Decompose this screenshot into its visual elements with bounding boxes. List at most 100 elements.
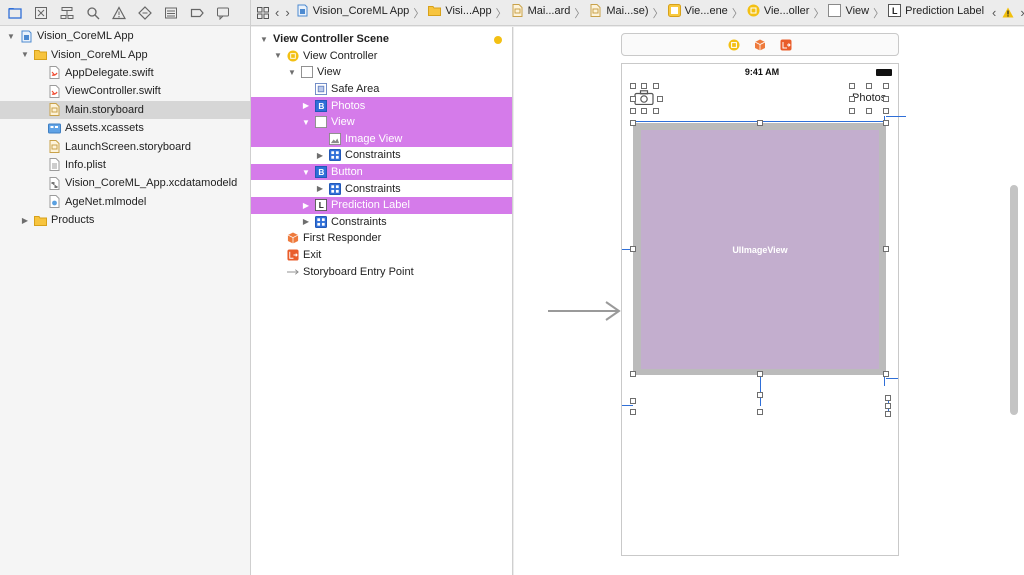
resize-handle[interactable] — [849, 108, 855, 114]
constraint-line[interactable] — [622, 249, 633, 250]
resize-handle[interactable] — [757, 120, 763, 126]
file-tree-item[interactable]: ▼Vision_CoreML App — [0, 27, 250, 45]
outline-item[interactable]: Storyboard Entry Point — [251, 263, 512, 280]
resize-handle[interactable] — [849, 96, 855, 102]
resize-handle[interactable] — [657, 96, 663, 102]
jump-bar-segment[interactable]: View — [828, 4, 869, 17]
resize-handle[interactable] — [866, 108, 872, 114]
jump-bar-segment[interactable]: Vie...oller — [747, 4, 809, 17]
debug-icon[interactable] — [162, 4, 180, 22]
resize-handle[interactable] — [641, 108, 647, 114]
resize-handle[interactable] — [885, 403, 891, 409]
disclosure-triangle-icon[interactable]: ▶ — [302, 200, 310, 210]
resize-handle[interactable] — [630, 371, 636, 377]
disclosure-triangle-icon[interactable]: ▼ — [260, 34, 268, 44]
disclosure-triangle-icon[interactable]: ▼ — [21, 50, 29, 60]
disclosure-triangle-icon[interactable]: ▶ — [302, 217, 310, 227]
source-control-icon[interactable] — [32, 4, 50, 22]
resize-handle[interactable] — [630, 120, 636, 126]
file-tree-item[interactable]: ▶Products — [0, 211, 250, 229]
related-items-icon[interactable] — [257, 4, 269, 22]
jump-bar-segment[interactable]: Mai...se) — [589, 4, 649, 17]
outline-item[interactable]: First Responder — [251, 230, 512, 247]
constraint-line[interactable] — [760, 376, 761, 406]
resize-handle[interactable] — [885, 395, 891, 401]
disclosure-triangle-icon[interactable]: ▶ — [316, 184, 324, 194]
next-issue-icon[interactable]: › — [1020, 4, 1024, 22]
file-tree-item[interactable]: AppDelegate.swift — [0, 64, 250, 82]
resize-handle[interactable] — [883, 108, 889, 114]
resize-handle[interactable] — [653, 108, 659, 114]
breakpoint-icon[interactable] — [188, 4, 206, 22]
outline-item[interactable]: Image View — [251, 130, 512, 148]
file-tree-item[interactable]: Assets.xcassets — [0, 119, 250, 137]
disclosure-triangle-icon[interactable]: ▶ — [302, 101, 310, 111]
disclosure-triangle-icon[interactable]: ▼ — [302, 117, 310, 127]
storyboard-entry-arrow[interactable] — [548, 300, 622, 322]
resize-handle[interactable] — [641, 83, 647, 89]
hierarchy-icon[interactable] — [58, 4, 76, 22]
canvas-scrollbar[interactable] — [1010, 185, 1018, 415]
resize-handle[interactable] — [883, 371, 889, 377]
jump-bar-segment[interactable]: Vie...ene — [667, 4, 728, 17]
exit-icon[interactable] — [780, 39, 792, 51]
resize-handle[interactable] — [630, 96, 636, 102]
jump-bar-segment[interactable]: Visi...App — [428, 4, 492, 17]
file-tree-item[interactable]: Info.plist — [0, 156, 250, 174]
search-icon[interactable] — [84, 4, 102, 22]
resize-handle[interactable] — [757, 409, 763, 415]
resize-handle[interactable] — [866, 83, 872, 89]
disclosure-triangle-icon[interactable]: ▶ — [21, 215, 29, 225]
file-tree-item[interactable]: Vision_CoreML_App.xcdatamodeld — [0, 174, 250, 192]
disclosure-triangle-icon[interactable]: ▼ — [288, 67, 296, 77]
outline-item[interactable]: ▶Constraints — [251, 180, 512, 197]
resize-handle[interactable] — [883, 83, 889, 89]
resize-handle[interactable] — [630, 83, 636, 89]
resize-handle[interactable] — [883, 120, 889, 126]
disclosure-triangle-icon[interactable]: ▼ — [7, 31, 15, 41]
file-tree-item[interactable]: AgeNet.mlmodel — [0, 193, 250, 211]
warning-icon[interactable] — [110, 4, 128, 22]
previous-issue-icon[interactable]: ‹ — [992, 5, 997, 20]
camera-button[interactable] — [634, 90, 654, 106]
constraint-line[interactable] — [886, 116, 906, 117]
resize-handle[interactable] — [885, 411, 891, 417]
disclosure-triangle-icon[interactable]: ▶ — [316, 150, 324, 160]
outline-scene-header[interactable]: ▼View Controller Scene — [251, 31, 512, 48]
jump-bar-segment[interactable]: Vision_CoreML App — [296, 4, 409, 17]
file-tree-item[interactable]: ViewController.swift — [0, 82, 250, 100]
folder-navigator-icon[interactable] — [6, 4, 24, 22]
image-view-container[interactable]: UIImageView — [633, 123, 886, 375]
view-controller-icon[interactable] — [728, 39, 740, 51]
disclosure-triangle-icon[interactable]: ▼ — [302, 167, 310, 177]
outline-item[interactable]: ▼View — [251, 113, 512, 131]
resize-handle[interactable] — [630, 398, 636, 404]
warning-icon[interactable] — [1002, 4, 1014, 22]
disclosure-triangle-icon[interactable]: ▼ — [274, 51, 282, 61]
outline-item[interactable]: ▶Constraints — [251, 214, 512, 231]
image-view[interactable]: UIImageView — [641, 130, 879, 369]
photos-button[interactable]: Photos — [852, 92, 887, 104]
resize-handle[interactable] — [883, 96, 889, 102]
resize-handle[interactable] — [883, 246, 889, 252]
outline-item[interactable]: ▶Constraints — [251, 147, 512, 164]
test-icon[interactable] — [136, 4, 154, 22]
jump-bar-segment[interactable]: Mai...ard — [511, 4, 570, 17]
outline-item[interactable]: Safe Area — [251, 81, 512, 98]
resize-handle[interactable] — [653, 83, 659, 89]
constraint-line[interactable] — [622, 405, 633, 406]
file-tree-item[interactable]: LaunchScreen.storyboard — [0, 137, 250, 155]
resize-handle[interactable] — [630, 409, 636, 415]
forward-chevron-icon[interactable]: › — [285, 5, 290, 20]
file-tree-item[interactable]: Main.storyboard — [0, 100, 250, 119]
back-chevron-icon[interactable]: ‹ — [275, 5, 280, 20]
report-icon[interactable] — [214, 4, 232, 22]
outline-item[interactable]: ▼View — [251, 64, 512, 81]
resize-handle[interactable] — [757, 371, 763, 377]
constraint-line[interactable] — [886, 378, 898, 379]
resize-handle[interactable] — [630, 246, 636, 252]
resize-handle[interactable] — [630, 108, 636, 114]
